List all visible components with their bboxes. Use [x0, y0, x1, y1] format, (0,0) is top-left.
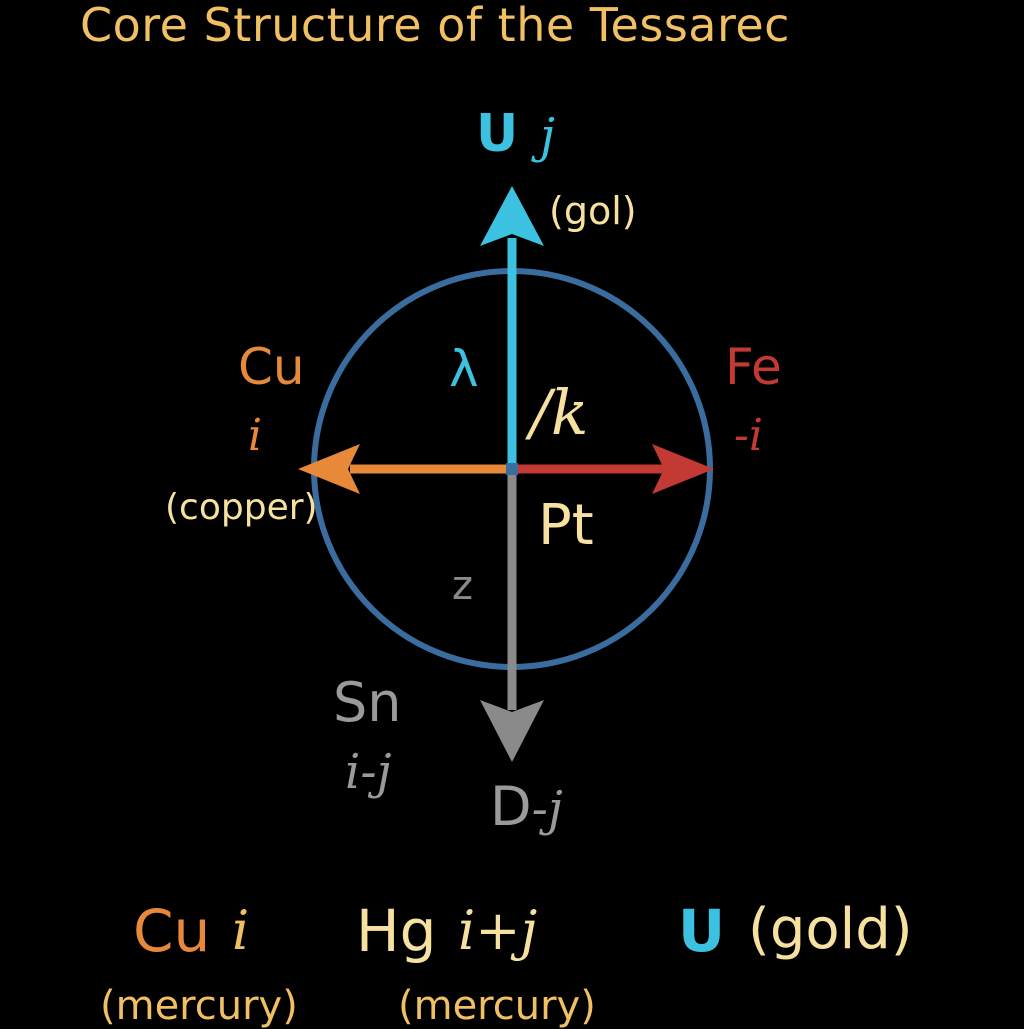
- bottom-cu-note: (mercury): [100, 983, 298, 1029]
- axis-left-arrowhead: [298, 444, 360, 494]
- k-label: /k: [530, 376, 589, 449]
- bottom-cu-symbol: Cu: [133, 897, 211, 965]
- down-axis-symbol: D: [490, 775, 532, 838]
- axis-up-arrowhead: [480, 186, 544, 246]
- sn-unit-label: i-j: [345, 744, 392, 800]
- right-axis-unit: -i: [734, 410, 763, 461]
- bottom-hg-symbol: Hg: [356, 897, 437, 965]
- left-axis-symbol: Cu: [238, 338, 305, 396]
- sn-label: Sn: [333, 671, 402, 734]
- right-axis-symbol: Fe: [725, 338, 782, 396]
- bottom-cu-unit: i: [232, 899, 250, 962]
- bottom-u-symbol: U: [678, 897, 726, 965]
- diagram-title: Core Structure of the Tessarec: [80, 0, 790, 52]
- up-axis-symbol: U: [476, 104, 519, 164]
- center-node: [506, 463, 518, 475]
- pt-label: Pt: [538, 493, 594, 558]
- bottom-u-note: (gold): [748, 897, 913, 962]
- down-axis-label: D-j: [490, 780, 563, 834]
- up-axis-note: (gol): [549, 189, 637, 233]
- z-label: z: [452, 563, 473, 609]
- left-axis-note: (copper): [165, 487, 318, 528]
- down-axis-unit: -j: [531, 781, 563, 837]
- axis-right-arrowhead: [652, 444, 714, 494]
- axis-down-arrowhead: [480, 700, 544, 762]
- bottom-hg-unit: i+j: [458, 899, 538, 962]
- left-axis-unit: i: [248, 410, 263, 461]
- bottom-hg-note: (mercury): [398, 983, 596, 1029]
- lambda-label: λ: [449, 340, 479, 398]
- up-axis-unit: j: [540, 108, 555, 164]
